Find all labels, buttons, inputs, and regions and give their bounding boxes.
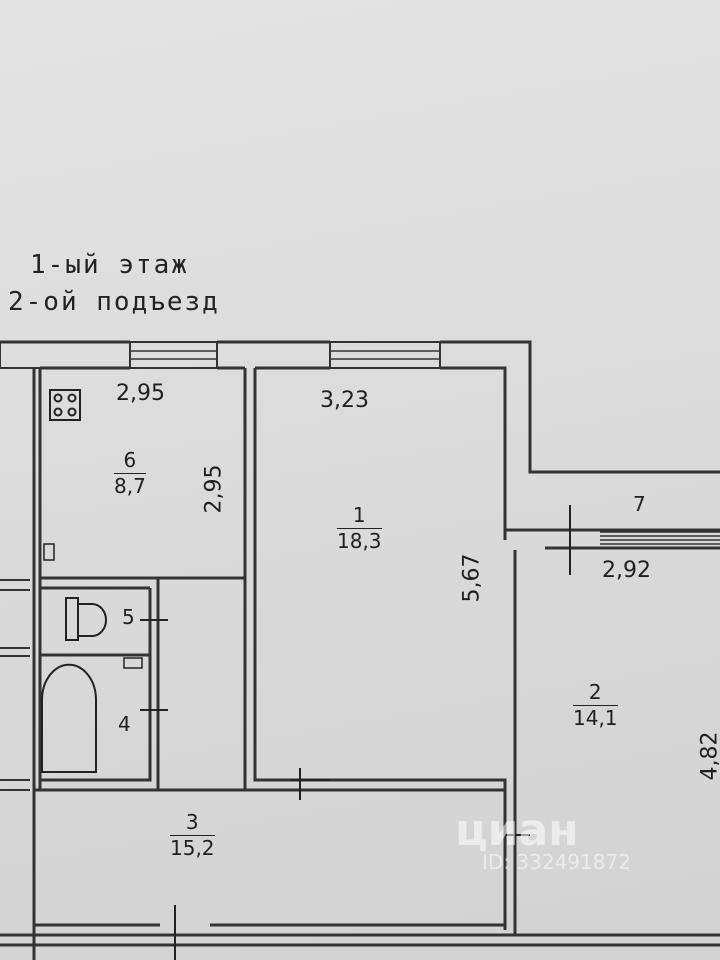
- toilet-icon: [65, 597, 107, 641]
- window-kitchen: [129, 341, 218, 369]
- room-4-label: 4: [118, 712, 131, 736]
- wall-room1: [253, 368, 507, 790]
- room-7-label: 7: [633, 492, 646, 516]
- stove-icon: [49, 389, 81, 421]
- bath-sink-icon: [123, 657, 143, 669]
- dim-room1-width: 3,23: [320, 388, 369, 413]
- watermark-id: ID: 332491872: [482, 850, 631, 874]
- entrance-heading: 2-ой подъезд: [8, 287, 220, 317]
- watermark-brand: циан: [455, 805, 579, 856]
- outer-wall-top: [0, 340, 720, 474]
- dim-kitchen-depth: 2,95: [201, 464, 227, 514]
- window-room1: [329, 341, 441, 369]
- floor-heading: 1-ый этаж: [30, 250, 189, 280]
- balcony-7: [545, 528, 720, 550]
- kitchen-sink-icon: [43, 543, 55, 561]
- dim-room2-depth: 4,82: [697, 731, 720, 781]
- room-5-label: 5: [122, 605, 135, 629]
- dim-room2-width: 2,92: [602, 558, 651, 583]
- dim-room1-depth: 5,67: [459, 553, 485, 603]
- dim-kitchen-width: 2,95: [116, 381, 165, 406]
- bathtub-icon: [41, 663, 97, 773]
